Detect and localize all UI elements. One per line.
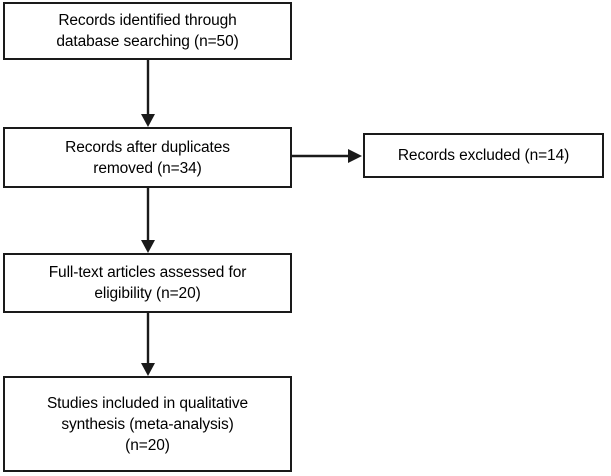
box-fulltext-articles-assessed: Full-text articles assessed for eligibil… [3,253,292,313]
arrow-fulltext-to-included [140,313,156,377]
box-records-identified: Records identified through database sear… [3,2,292,60]
arrow-duplicates-to-excluded [292,148,364,164]
arrow-identified-to-duplicates [140,60,156,128]
box-records-after-duplicates: Records after duplicates removed (n=34) [3,127,292,188]
box-studies-included: Studies included in qualitative synthesi… [3,376,292,472]
arrow-duplicates-to-fulltext [140,188,156,254]
box-records-excluded: Records excluded (n=14) [363,133,604,178]
